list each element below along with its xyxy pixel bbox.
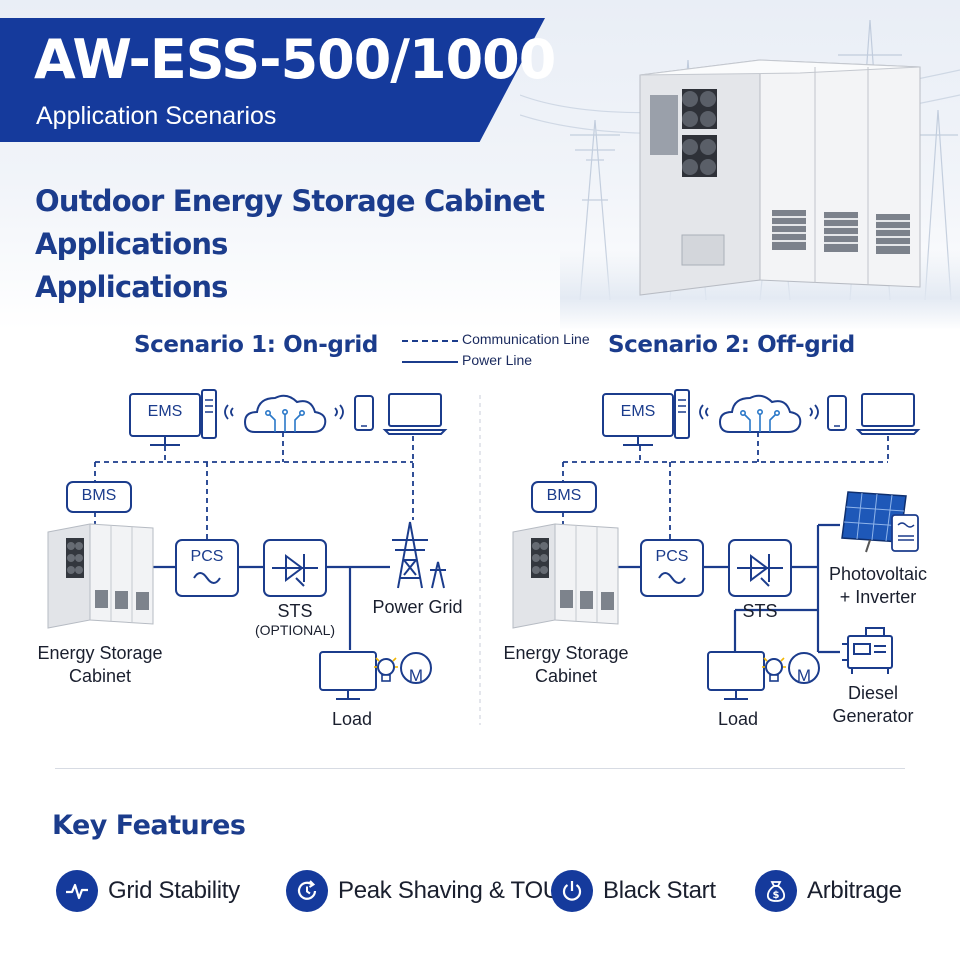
scenario2-wifi-icon [699, 404, 709, 420]
scenario1-diagram [47, 389, 446, 700]
scenario2-pcs-label: PCS [655, 548, 689, 565]
scenario1-sts-note: (OPTIONAL) [254, 622, 336, 638]
feature-label: Black Start [603, 877, 716, 904]
scenario2-sts-icon [728, 539, 792, 597]
scenario1-cloud-icon [244, 394, 327, 433]
scenario1-title: Scenario 1: On-grid [134, 332, 378, 358]
main-heading-line2: Applications [35, 270, 228, 304]
legend-power-label: Power Line [462, 352, 533, 368]
money-bag-icon: $ [755, 870, 797, 912]
main-heading: Outdoor Energy Storage Cabinet Applicati… [35, 180, 675, 309]
feature-black-start: Black Start [551, 868, 716, 914]
scenario1-cabinet-label-line2: Cabinet [68, 666, 132, 686]
feature-arbitrage: $ Arbitrage [755, 868, 902, 914]
feature-label: Grid Stability [108, 877, 240, 904]
header-banner [0, 18, 545, 142]
scenario2-diesel-label-line1: Diesel [847, 683, 899, 703]
scenario1-motor-label: M [408, 666, 424, 685]
svg-text:$: $ [773, 890, 780, 901]
scenario1-grid-label: Power Grid [372, 597, 463, 617]
scenario1-pcs-label: PCS [190, 548, 224, 565]
pulse-icon [56, 870, 98, 912]
scenario1-bms-box [66, 481, 132, 513]
scenario1-cabinet-label-line1: Energy Storage [37, 643, 163, 663]
scenario1-wifi-icon [224, 404, 234, 420]
scenario1-bms-label: BMS [81, 487, 117, 504]
feature-peak-shaving: Peak Shaving & TOU [286, 868, 560, 914]
scenario2-motor-label: M [796, 666, 812, 685]
scenario2-diesel-label: Diesel Generator [818, 682, 928, 728]
application-diagrams [47, 389, 919, 725]
power-icon [551, 870, 593, 912]
scenario1-phone-icon [354, 395, 374, 431]
scenario1-sts-icon [263, 539, 327, 597]
scenario2-load-label: Load [717, 709, 759, 729]
scenario2-title: Scenario 2: Off-grid [608, 332, 855, 358]
scenario2-solar-panel-icon [841, 491, 919, 553]
scenario2-phone-icon [827, 395, 847, 431]
legend-power-line [402, 361, 458, 363]
scenario2-cabinet-label: Energy Storage Cabinet [496, 642, 636, 688]
scenario1-cabinet-icon [47, 523, 154, 629]
scenario1-power-tower-icon [392, 521, 446, 589]
page-title: AW-ESS-500/1000 [34, 28, 556, 91]
legend-communication-label: Communication Line [462, 331, 590, 347]
scenario1-wifi-icon-2 [334, 404, 344, 420]
scenario2-pv-label-line1: Photovoltaic [828, 564, 928, 584]
scenario2-bms-label: BMS [546, 487, 582, 504]
scenario2-cloud-icon [719, 394, 802, 433]
feature-label: Arbitrage [807, 877, 902, 904]
key-features-title: Key Features [52, 810, 246, 841]
scenario2-pv-label: Photovoltaic + Inverter [818, 563, 938, 609]
main-heading-line1: Outdoor Energy Storage Cabinet Applicati… [35, 184, 545, 261]
feature-label: Peak Shaving & TOU [338, 877, 560, 904]
scenario1-cabinet-label: Energy Storage Cabinet [30, 642, 170, 688]
scenario2-wifi-icon-2 [809, 404, 819, 420]
scenario2-bms-box [531, 481, 597, 513]
legend-communication-line [402, 340, 458, 342]
scenario1-laptop-icon [384, 393, 446, 435]
energy-storage-cabinet-image [639, 59, 921, 296]
scenario2-cabinet-label-line2: Cabinet [534, 666, 598, 686]
scenario2-cabinet-icon [512, 523, 619, 629]
feature-grid-stability: Grid Stability [56, 868, 240, 914]
page-subtitle: Application Scenarios [36, 102, 277, 130]
scenario1-ems-label: EMS [147, 403, 183, 420]
scenario2-diagram [512, 389, 919, 700]
clock-refresh-icon [286, 870, 328, 912]
scenario2-laptop-icon [857, 393, 919, 435]
scenario1-sts-label: STS [277, 601, 313, 621]
scenario2-cabinet-label-line1: Energy Storage [503, 643, 629, 663]
scenario2-sts-label: STS [742, 601, 778, 621]
section-divider [55, 768, 905, 769]
scenario1-load-label: Load [331, 709, 373, 729]
scenario2-pv-label-line2: + Inverter [839, 587, 917, 607]
scenario2-diesel-label-line2: Generator [832, 706, 914, 726]
scenario2-diesel-generator-icon [842, 627, 893, 674]
scenario2-ems-label: EMS [620, 403, 656, 420]
